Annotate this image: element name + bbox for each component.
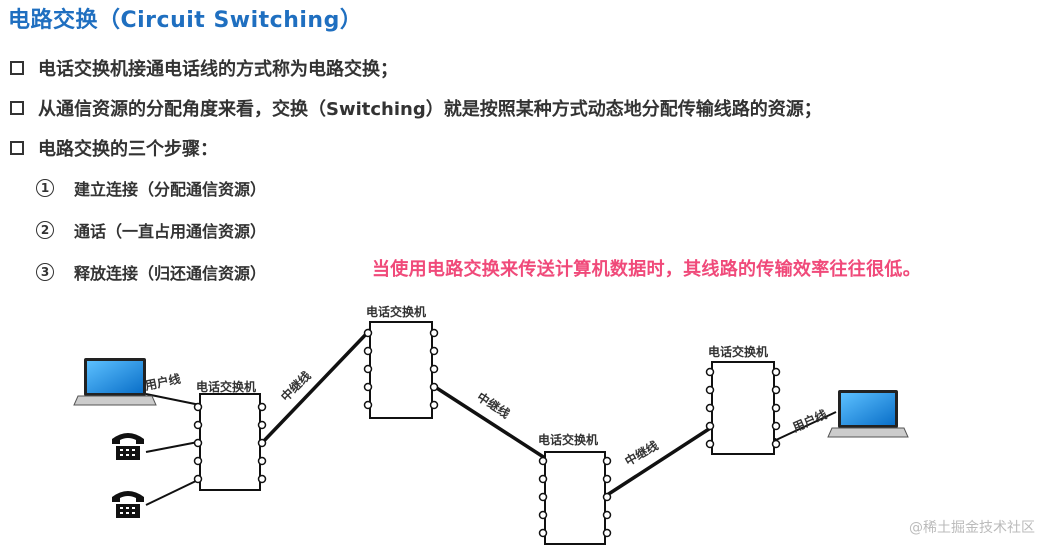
trunk-label-1: 中继线 bbox=[278, 368, 314, 404]
laptop-right-icon bbox=[827, 390, 909, 438]
bullet-resource-allocation: 从通信资源的分配角度来看，交换（Switching）就是按照某种方式动态地分配传… bbox=[10, 95, 822, 121]
page-title: 电路交换（Circuit Switching） bbox=[8, 8, 363, 33]
step-1: 1 建立连接（分配通信资源） bbox=[36, 176, 266, 200]
bullet-definition: 电话交换机接通电话线的方式称为电路交换； bbox=[10, 55, 398, 81]
step-text: 建立连接（分配通信资源） bbox=[74, 180, 267, 199]
step-number: 2 bbox=[36, 221, 54, 239]
bullet-text: 电话交换机接通电话线的方式称为电路交换； bbox=[38, 59, 398, 80]
efficiency-note: 当使用电路交换来传送计算机数据时，其线路的传输效率往往很低。 bbox=[372, 259, 921, 280]
switch-1 bbox=[193, 393, 267, 491]
step-3: 3 释放连接（归还通信资源） bbox=[36, 260, 266, 284]
user-lines bbox=[145, 393, 837, 506]
step-number: 1 bbox=[36, 179, 54, 197]
checkbox-square-icon bbox=[10, 101, 24, 115]
switch-3 bbox=[538, 451, 612, 545]
switch-3-label: 电话交换机 bbox=[538, 432, 598, 447]
telephone-icon bbox=[112, 491, 144, 518]
step-text: 通话（一直占用通信资源） bbox=[74, 222, 267, 241]
bullet-text: 电路交换的三个步骤： bbox=[38, 139, 218, 160]
bullet-text: 从通信资源的分配角度来看，交换（Switching）就是按照某种方式动态地分配传… bbox=[38, 99, 822, 120]
checkbox-square-icon bbox=[10, 141, 24, 155]
step-2: 2 通话（一直占用通信资源） bbox=[36, 218, 266, 242]
laptop-left-icon bbox=[73, 358, 157, 406]
step-text: 释放连接（归还通信资源） bbox=[74, 264, 267, 283]
switch-2-label: 电话交换机 bbox=[366, 304, 426, 319]
circuit-path bbox=[199, 328, 777, 499]
user-line-label-left: 用户线 bbox=[143, 371, 182, 393]
switch-4 bbox=[705, 361, 781, 455]
checkbox-square-icon bbox=[10, 61, 24, 75]
watermark: @稀土掘金技术社区 bbox=[909, 520, 1035, 536]
user-line-label-right: 用户线 bbox=[789, 406, 829, 435]
step-number: 3 bbox=[36, 263, 54, 281]
switch-2 bbox=[363, 321, 439, 419]
switch-1-label: 电话交换机 bbox=[196, 379, 256, 394]
bullet-three-steps: 电路交换的三个步骤： bbox=[10, 135, 218, 161]
telephone-icon bbox=[112, 433, 144, 460]
switch-4-label: 电话交换机 bbox=[708, 344, 768, 359]
